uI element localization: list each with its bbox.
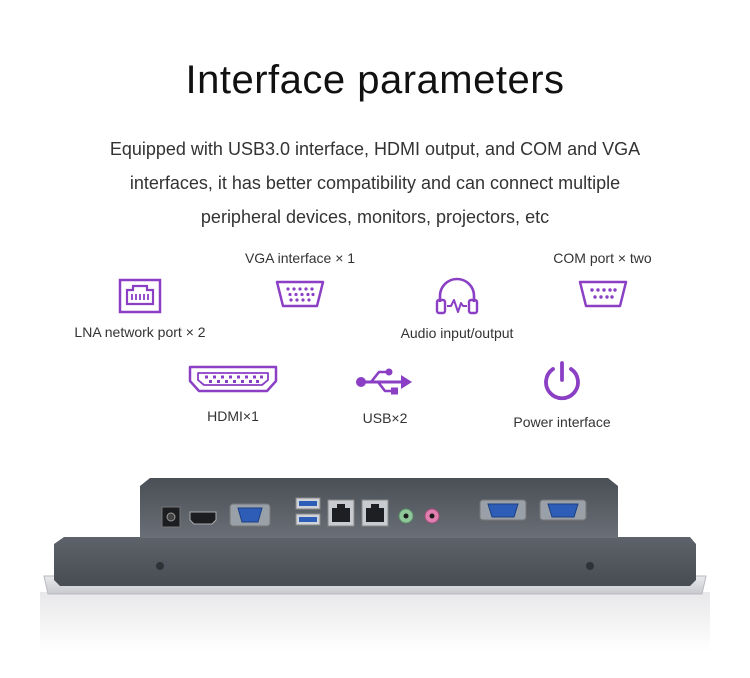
feature-lan: LNA network port × 2 (50, 276, 230, 340)
port-power (161, 506, 181, 528)
port-vga (229, 503, 271, 527)
device-illustration (40, 478, 710, 652)
vga-port-icon (275, 280, 325, 308)
port-audio-out (398, 508, 414, 524)
feature-usb: USB×2 (340, 366, 430, 426)
usb-label: USB×2 (362, 410, 408, 426)
feature-hdmi: HDMI×1 (178, 362, 288, 424)
port-hdmi (189, 511, 217, 525)
hdmi-label: HDMI×1 (207, 408, 259, 424)
feature-vga: VGA interface × 1 (225, 250, 375, 312)
description-line-3: peripheral devices, monitors, projectors… (200, 207, 550, 227)
lan-label: LNA network port × 2 (74, 324, 206, 340)
feature-power: Power interface (497, 360, 627, 430)
description-line-2: interfaces, it has better compatibility … (129, 173, 621, 193)
feature-com: COM port × two (525, 250, 680, 312)
port-lan-2 (361, 499, 389, 527)
port-com-2 (539, 499, 587, 521)
headphones-icon (435, 277, 479, 315)
usb-icon (356, 368, 412, 395)
vga-label: VGA interface × 1 (244, 250, 356, 266)
serial-port-icon (578, 280, 627, 308)
power-icon (544, 361, 580, 401)
page-title: Interface parameters (185, 58, 565, 102)
power-label: Power interface (513, 414, 611, 430)
description-line-1: Equipped with USB3.0 interface, HDMI out… (109, 139, 641, 159)
port-lan-1 (327, 499, 355, 527)
description: Equipped with USB3.0 interface, HDMI out… (40, 132, 710, 234)
ethernet-port-icon (118, 278, 162, 314)
audio-label: Audio input/output (400, 325, 514, 341)
feature-audio: Audio input/output (382, 272, 532, 341)
port-usb (295, 497, 321, 526)
port-audio-in (424, 508, 440, 524)
hdmi-port-icon (188, 365, 278, 393)
com-label: COM port × two (553, 250, 652, 266)
port-com-1 (479, 499, 527, 521)
